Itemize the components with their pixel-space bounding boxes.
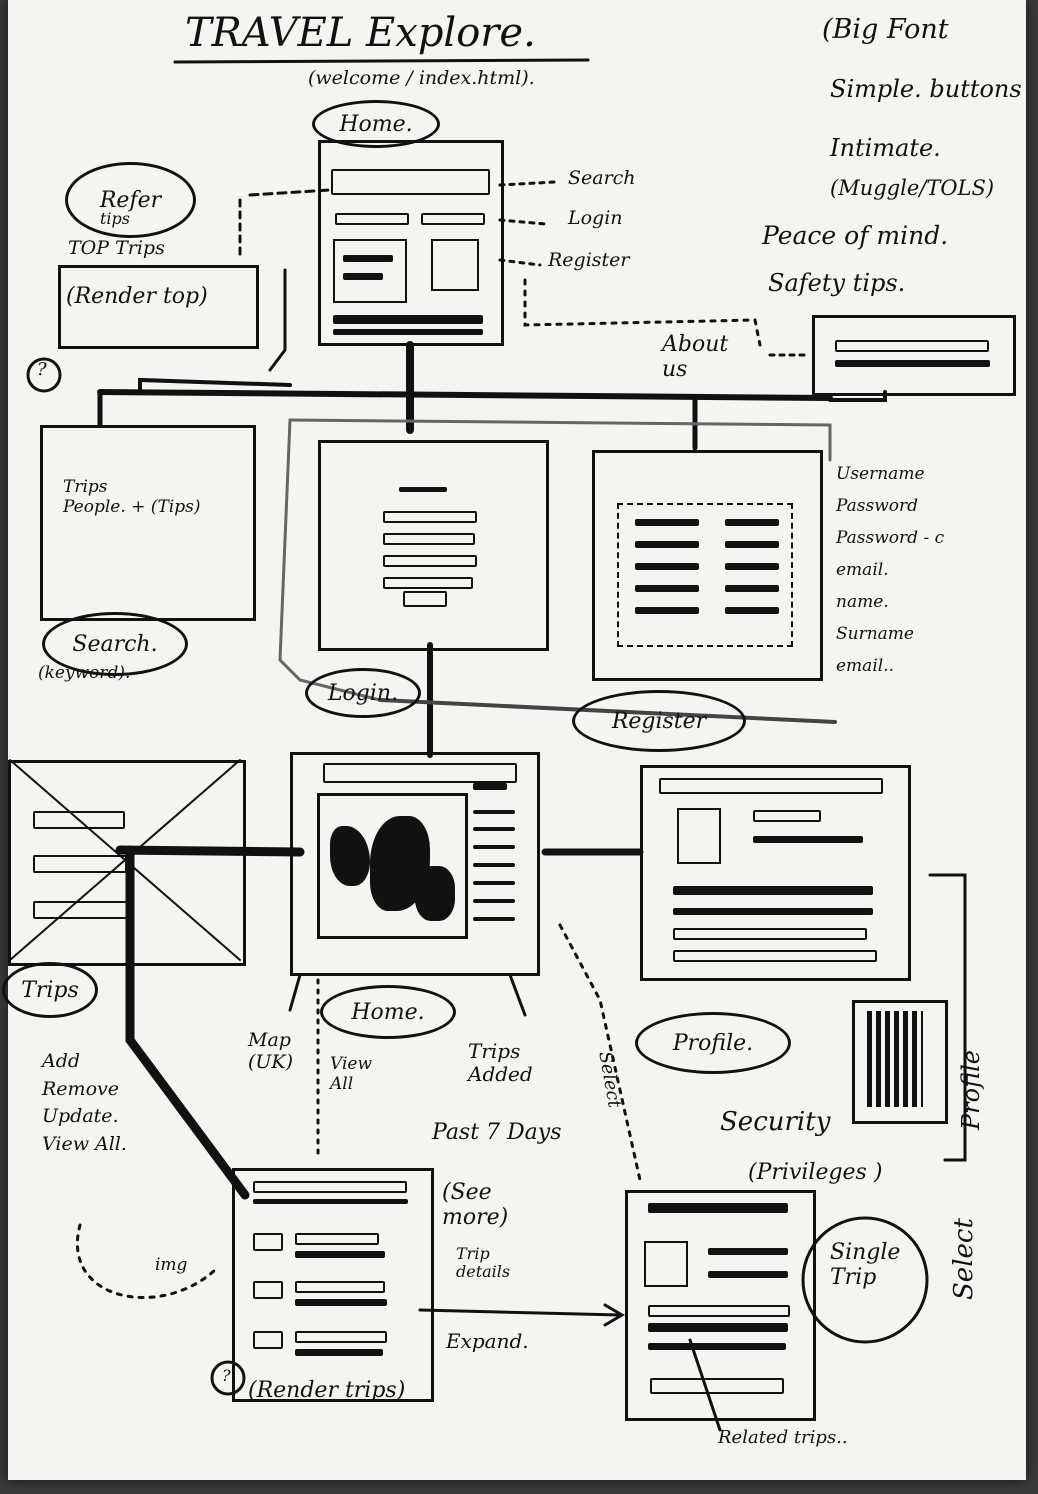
profile-vertical-label: Profile bbox=[957, 1050, 985, 1130]
register-field-email: email. bbox=[836, 560, 889, 580]
trips-oval: Trips bbox=[2, 962, 98, 1018]
note-intimate: Intimate. bbox=[830, 134, 941, 162]
note-big-font: (Big Font bbox=[822, 14, 949, 45]
paper-sheet bbox=[8, 0, 1026, 1480]
trips-wireframe bbox=[8, 760, 246, 966]
trips-oval-label: Trips bbox=[21, 977, 79, 1003]
expand-label[interactable]: Expand. bbox=[446, 1329, 529, 1353]
register-field-email-confirm: email.. bbox=[836, 656, 894, 676]
view-all-label: View All bbox=[330, 1054, 373, 1094]
single-trip-wireframe bbox=[625, 1190, 816, 1421]
refer-circle-num: ? bbox=[37, 359, 47, 380]
home-link-search[interactable]: Search bbox=[568, 167, 636, 189]
profile-wireframe bbox=[640, 765, 911, 981]
related-trips-label: Related trips.. bbox=[718, 1427, 848, 1448]
home-oval-label: Home. bbox=[339, 111, 413, 137]
register-field-password-confirm: Password - c bbox=[836, 528, 945, 548]
select-vertical-label: Select bbox=[949, 1218, 979, 1300]
note-simple-buttons: Simple. buttons bbox=[830, 75, 1022, 103]
login-oval: Login. bbox=[305, 668, 421, 718]
trips-list-wireframe bbox=[232, 1168, 434, 1402]
refer-render-top: (Render top) bbox=[66, 284, 208, 309]
render-trips-label: (Render trips) bbox=[248, 1378, 406, 1403]
trip-details-label: Trip details bbox=[456, 1244, 511, 1282]
profile-oval-label: Profile. bbox=[672, 1030, 754, 1056]
see-more-label[interactable]: (See more) bbox=[442, 1180, 509, 1231]
render-trips-circle-num: ? bbox=[222, 1366, 231, 1385]
profile-image-wireframe bbox=[852, 1000, 948, 1124]
refer-tips: tips bbox=[100, 209, 130, 228]
home-wireframe bbox=[318, 140, 504, 346]
register-oval-label: Register bbox=[611, 708, 707, 734]
login-wireframe bbox=[318, 440, 549, 651]
home-main-oval: Home. bbox=[320, 985, 456, 1039]
home-main-wireframe bbox=[290, 752, 540, 976]
register-field-password: Password bbox=[836, 496, 919, 516]
about-us-label: About us bbox=[662, 332, 729, 383]
note-muggle: (Muggle/TOLS) bbox=[830, 176, 995, 200]
note-peace: Peace of mind. bbox=[762, 221, 949, 250]
about-us-wireframe bbox=[812, 315, 1016, 396]
profile-oval: Profile. bbox=[635, 1012, 791, 1074]
sketch-subtitle: (welcome / index.html). bbox=[308, 67, 535, 89]
register-wireframe bbox=[592, 450, 823, 681]
sketch-title: TRAVEL Explore. bbox=[185, 10, 536, 56]
security-label: Security bbox=[720, 1107, 831, 1137]
map-label: Map (UK) bbox=[248, 1029, 294, 1073]
home-link-login[interactable]: Login bbox=[568, 207, 623, 229]
past-days-label: Past 7 Days bbox=[432, 1120, 562, 1145]
search-oval: Search. bbox=[42, 612, 188, 676]
trips-added-label: Trips Added bbox=[468, 1039, 533, 1086]
register-field-surname: Surname bbox=[836, 624, 914, 644]
refer-wireframe: (Render top) bbox=[58, 265, 259, 349]
home-main-oval-label: Home. bbox=[351, 999, 425, 1025]
home-link-register[interactable]: Register bbox=[548, 249, 630, 271]
note-safety: Safety tips. bbox=[768, 269, 906, 297]
search-oval-label: Search. bbox=[72, 631, 158, 657]
trips-actions: Add Remove Update. View All. bbox=[42, 1050, 127, 1155]
refer-top-trips: TOP Trips bbox=[68, 237, 165, 259]
refer-oval: Refer bbox=[65, 162, 196, 238]
search-content: Trips People. + (Tips) bbox=[63, 477, 201, 517]
register-field-username: Username bbox=[836, 464, 925, 484]
register-field-name: name. bbox=[836, 592, 889, 612]
img-label: img bbox=[155, 1255, 188, 1275]
home-oval: Home. bbox=[312, 100, 440, 148]
single-trip-label: Single Trip bbox=[830, 1240, 901, 1291]
register-fields: Username Password Password - c email. na… bbox=[836, 464, 945, 689]
search-keyword: (keyword). bbox=[38, 663, 131, 683]
search-wireframe: Trips People. + (Tips) bbox=[40, 425, 256, 621]
register-oval: Register bbox=[572, 690, 746, 752]
privileges-label: (Privileges ) bbox=[748, 1160, 883, 1185]
login-oval-label: Login. bbox=[327, 680, 399, 706]
refer-oval-label: Refer bbox=[99, 187, 162, 213]
